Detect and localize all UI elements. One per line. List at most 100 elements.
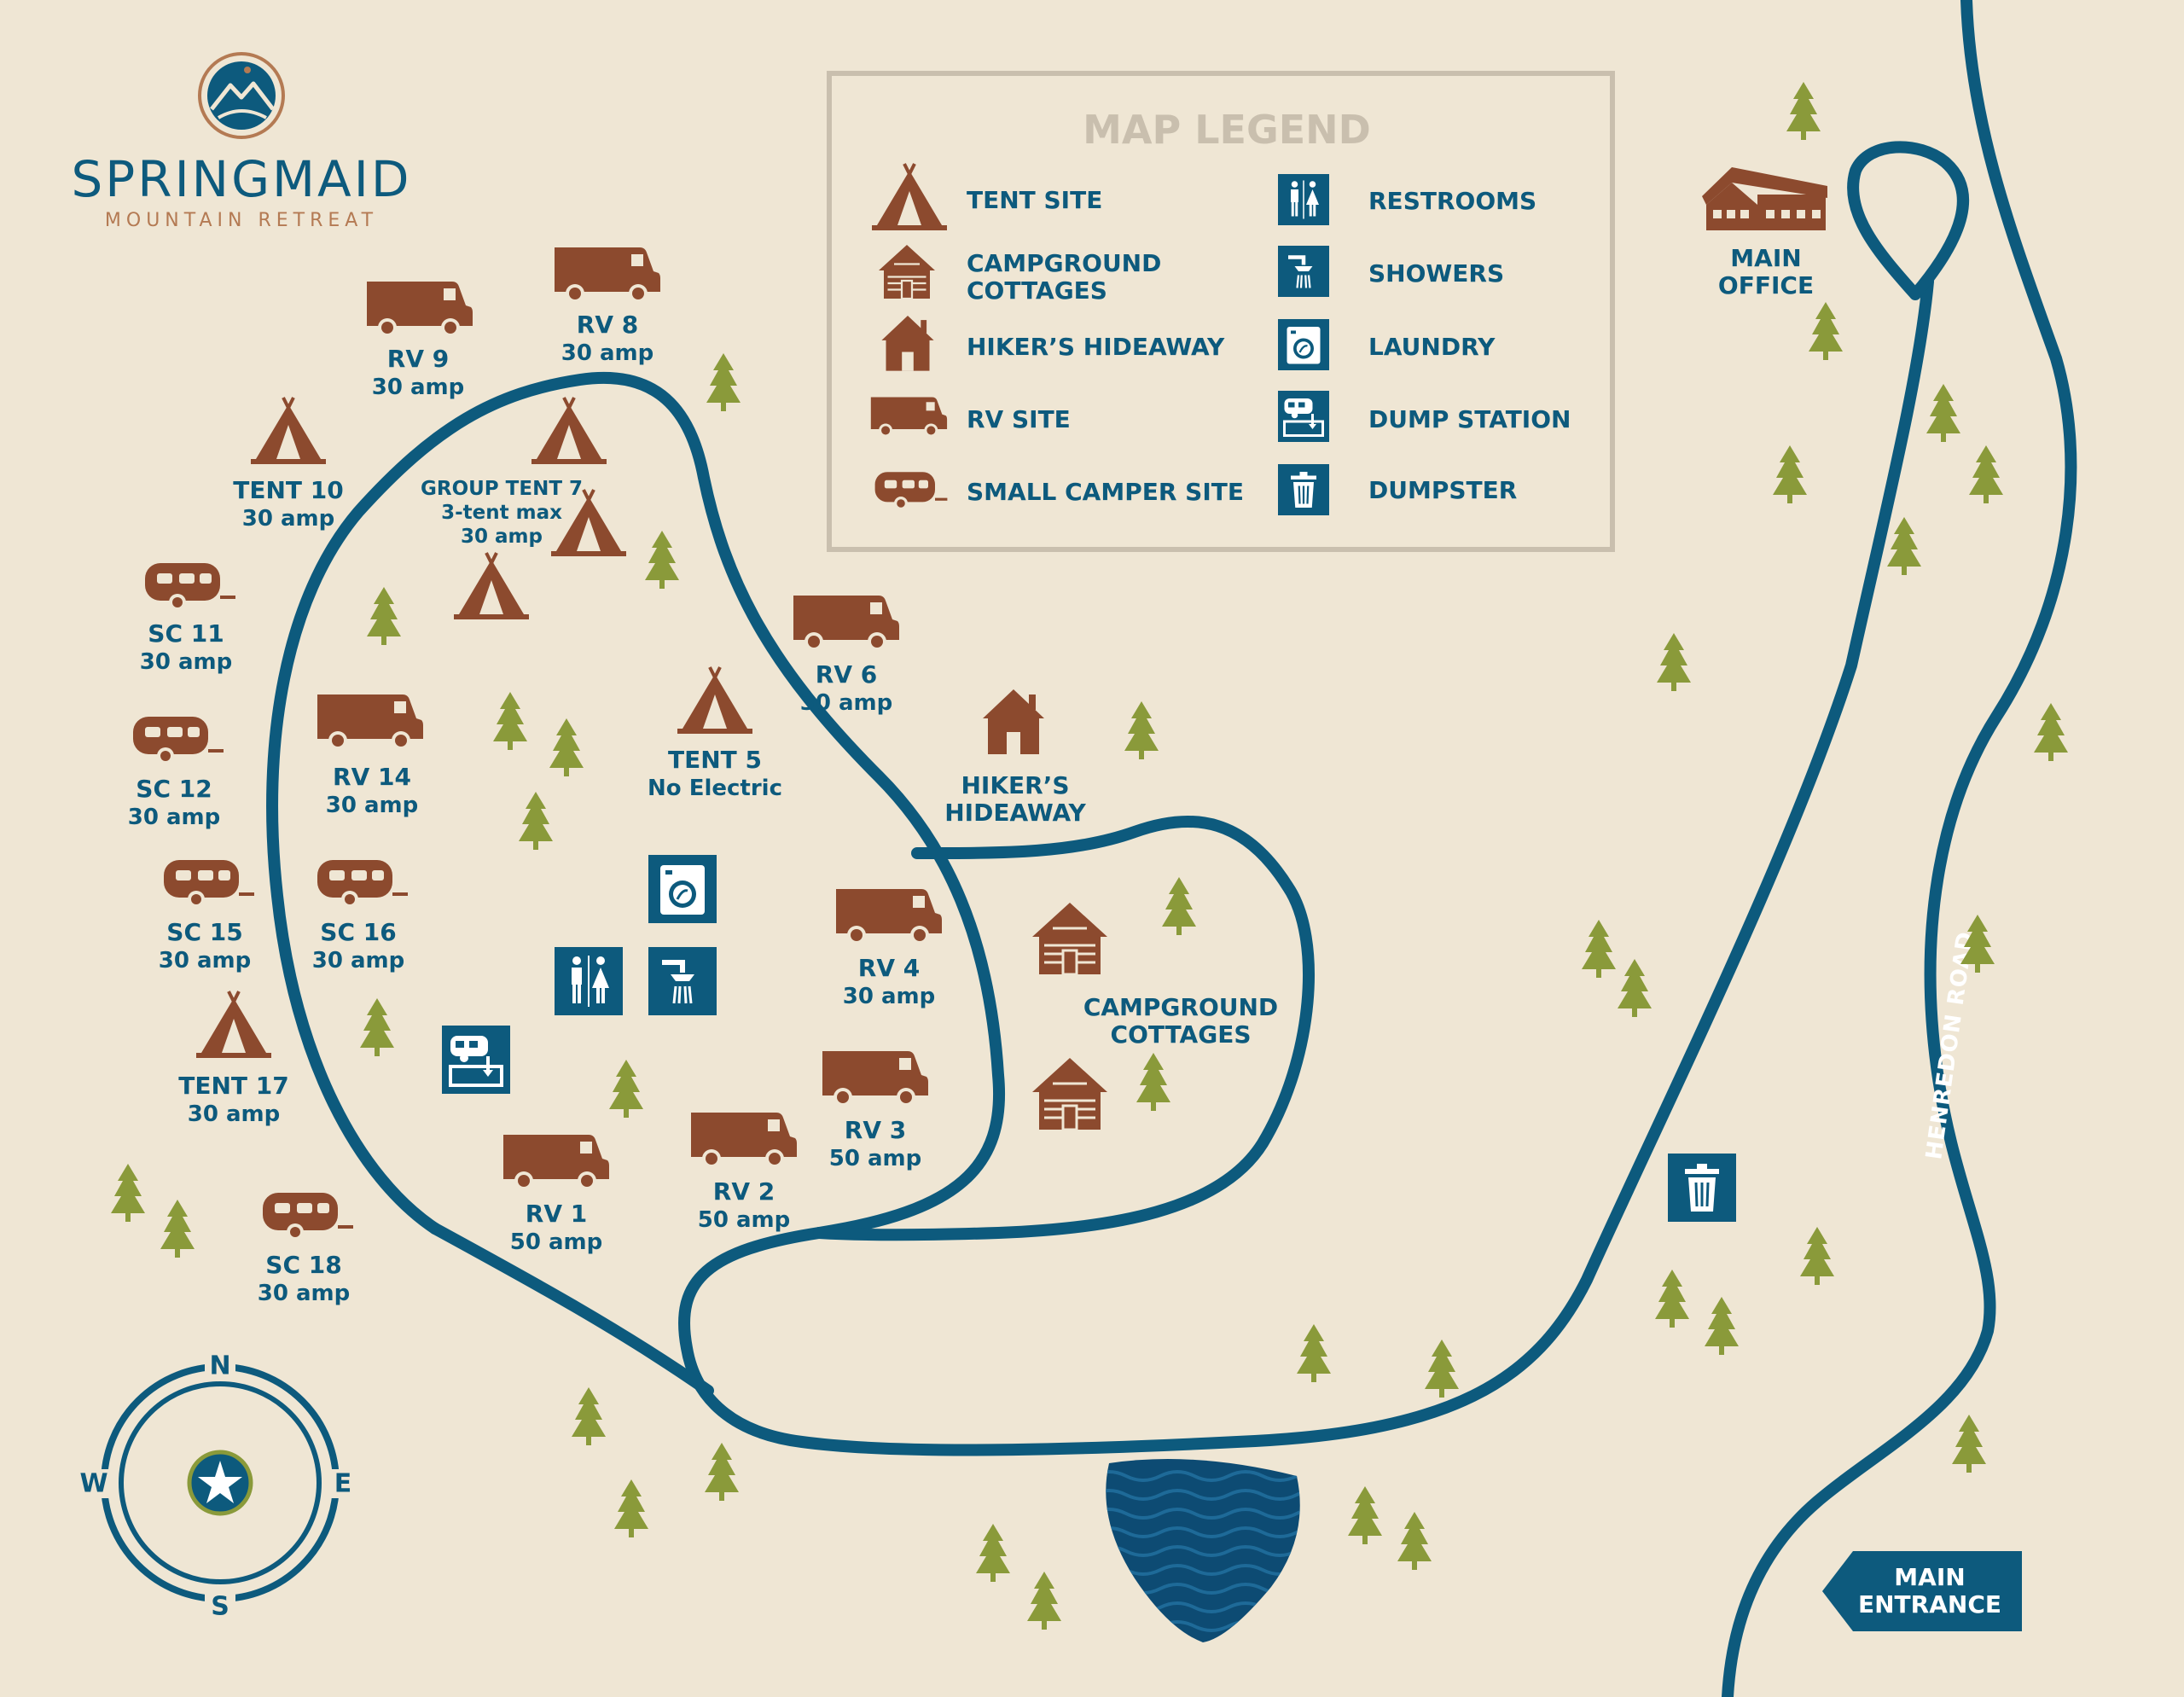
site-sc11[interactable]: SC 11 30 amp: [140, 561, 237, 675]
site-name: RV 6: [816, 660, 877, 689]
house-icon: [983, 689, 1044, 754]
site-tent5[interactable]: TENT 5 No Electric: [648, 665, 782, 801]
entrance-label-2: ENTRANCE: [1858, 1590, 2001, 1619]
legend-label-hideaway: HIKER’S HIDEAWAY: [967, 333, 1225, 361]
cottages-loop-road: [813, 815, 1315, 1241]
site-power: 30 amp: [140, 649, 232, 675]
legend-dump-station-icon: [1276, 389, 1331, 444]
rv-icon: [503, 1135, 609, 1190]
office-loop-road: [1847, 141, 1969, 300]
site-rv9[interactable]: RV 9 30 amp: [367, 282, 473, 400]
tent-icon: [452, 551, 531, 621]
entrance-label-1: MAIN: [1894, 1563, 1965, 1591]
site-power: 30 amp: [188, 1101, 280, 1127]
site-sc12[interactable]: SC 12 30 amp: [128, 715, 225, 830]
site-name: SC 15: [166, 918, 242, 946]
legend-label-laundry: LAUNDRY: [1368, 333, 1496, 361]
laundry-icon[interactable]: [647, 853, 718, 925]
main-entrance-sign[interactable]: MAIN ENTRANCE: [1822, 1551, 2022, 1631]
site-power: 30 amp: [128, 805, 220, 830]
rv-icon: [836, 889, 942, 944]
legend-label-rv: RV SITE: [967, 405, 1071, 433]
site-rv8[interactable]: RV 8 30 amp: [555, 247, 660, 366]
site-tent17[interactable]: TENT 17 30 amp: [178, 990, 289, 1127]
dumpster-icon[interactable]: [1666, 1152, 1738, 1223]
rv-icon: [822, 1051, 928, 1107]
site-power: 30 amp: [258, 1281, 350, 1306]
map-legend: MAP LEGEND TENT SITE CAMPGROUND COTTAGES…: [827, 71, 1615, 552]
main-office[interactable]: MAIN OFFICE: [1702, 167, 1827, 299]
legend-label-camper: SMALL CAMPER SITE: [967, 478, 1244, 506]
cottage-icon: [1031, 901, 1109, 976]
compass: N S W E: [79, 1351, 351, 1622]
compass-n: N: [209, 1351, 230, 1381]
campground-cottages[interactable]: CAMPGROUND COTTAGES: [1031, 901, 1278, 1131]
site-sc15[interactable]: SC 15 30 amp: [159, 858, 256, 973]
lake: [1106, 1459, 1300, 1642]
camper-icon: [143, 561, 237, 613]
main-loop-road: [266, 276, 1934, 1456]
legend-tent-icon: [870, 162, 949, 232]
tent-icon: [249, 396, 328, 466]
rv-icon: [367, 282, 473, 337]
brand-name: SPRINGMAID: [71, 150, 411, 208]
restroom-icon[interactable]: [554, 946, 624, 1016]
site-rv14[interactable]: RV 14 30 amp: [317, 694, 423, 818]
site-name: TENT 10: [233, 476, 343, 504]
legend-shower-icon: [1278, 246, 1329, 297]
site-sc16[interactable]: SC 16 30 amp: [312, 858, 410, 973]
site-name: TENT 17: [178, 1072, 288, 1100]
site-name: RV 2: [713, 1177, 775, 1206]
site-name: RV 1: [526, 1200, 587, 1228]
camper-icon: [316, 858, 410, 910]
site-note: 3-tent max: [441, 502, 562, 524]
site-name: SC 12: [136, 775, 212, 803]
rv-icon: [555, 247, 660, 303]
site-rv1[interactable]: RV 1 50 amp: [503, 1135, 609, 1255]
site-power: 30 amp: [800, 690, 892, 716]
shower-icon[interactable]: [648, 947, 717, 1015]
tent-icon: [676, 665, 754, 735]
cottage-icon: [1031, 1056, 1109, 1131]
site-rv6[interactable]: RV 6 30 amp: [793, 596, 899, 716]
rv-icon: [691, 1113, 797, 1168]
site-rv2[interactable]: RV 2 50 amp: [691, 1113, 797, 1233]
southwest-road: [429, 1223, 714, 1397]
site-sc18[interactable]: SC 18 30 amp: [258, 1191, 355, 1306]
site-name: RV 14: [333, 763, 411, 791]
legend-house-icon: [881, 315, 934, 371]
site-power: 50 amp: [829, 1146, 921, 1171]
site-power: 30 amp: [372, 375, 464, 400]
site-name: SC 18: [265, 1251, 341, 1279]
site-name: SC 16: [320, 918, 396, 946]
site-name: RV 4: [858, 954, 920, 982]
hideaway-label-1: HIKER’S: [961, 771, 1069, 799]
camper-icon: [162, 858, 256, 910]
rv-icon: [317, 694, 423, 750]
site-name: SC 11: [148, 619, 224, 648]
mountain-logo-icon: [198, 52, 285, 139]
site-rv4[interactable]: RV 4 30 amp: [836, 889, 942, 1009]
legend-label-restrooms: RESTROOMS: [1368, 187, 1536, 215]
dump-station-icon[interactable]: [440, 1024, 512, 1095]
tent-icon: [530, 396, 608, 466]
legend-title: MAP LEGEND: [1083, 107, 1371, 153]
cottages-label-1: CAMPGROUND: [1083, 993, 1278, 1021]
site-name: RV 3: [845, 1116, 906, 1144]
site-power: 30 amp: [561, 340, 653, 366]
camper-icon: [261, 1191, 355, 1242]
legend-restroom-icon: [1277, 173, 1330, 226]
site-power: 30 amp: [159, 948, 251, 973]
legend-label-dumpster: DUMPSTER: [1368, 476, 1517, 504]
legend-label-showers: SHOWERS: [1368, 259, 1504, 288]
site-group-tent7[interactable]: GROUP TENT 7 3-tent max 30 amp: [421, 396, 628, 621]
legend-dumpster-icon: [1276, 462, 1331, 517]
site-rv3[interactable]: RV 3 50 amp: [822, 1051, 928, 1171]
site-power: 30 amp: [461, 526, 543, 548]
site-power: 30 amp: [242, 506, 334, 532]
site-name: RV 9: [387, 345, 449, 373]
legend-laundry-icon: [1276, 317, 1331, 372]
site-tent10[interactable]: TENT 10 30 amp: [233, 396, 344, 532]
hikers-hideaway[interactable]: HIKER’S HIDEAWAY: [944, 689, 1086, 827]
